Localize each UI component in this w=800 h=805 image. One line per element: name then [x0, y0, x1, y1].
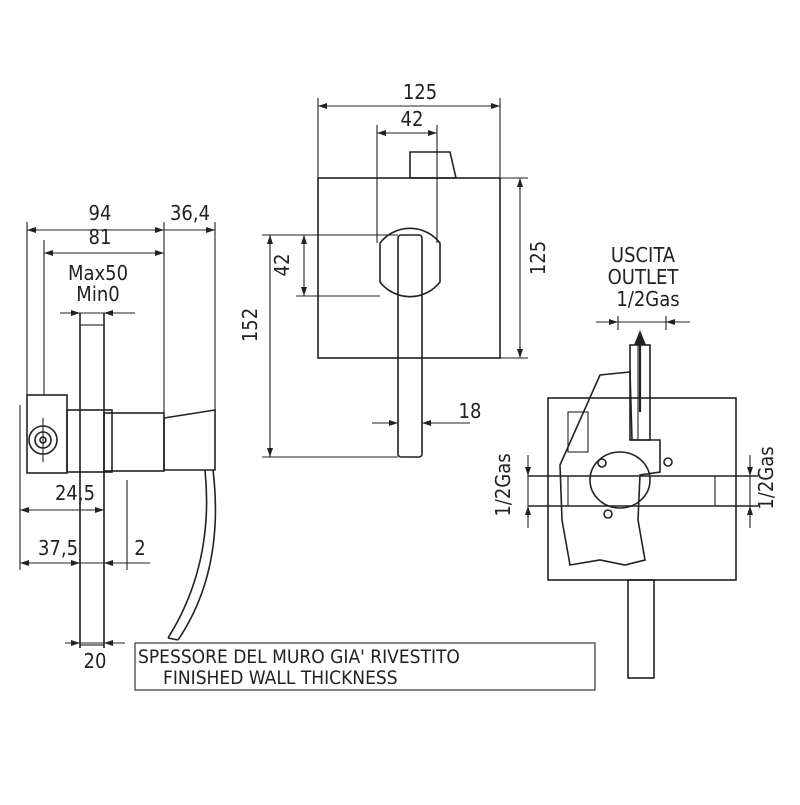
dim-18: 18 — [459, 399, 482, 423]
handle-front — [397, 234, 423, 458]
mixer-knob — [589, 451, 651, 509]
front-view: 125 42 125 42 152 18 — [238, 80, 550, 458]
valve-body — [66, 409, 113, 473]
lower-shaft — [627, 579, 655, 679]
handle-base — [163, 409, 216, 471]
cover-plate — [317, 177, 501, 359]
cartridge-cover — [103, 412, 165, 472]
dim-24-5: 24,5 — [55, 481, 95, 505]
caption-box: SPESSORE DEL MURO GIA' RIVESTITO FINISHE… — [134, 642, 596, 691]
valve-body-rear — [559, 371, 661, 566]
dim-36-4: 36,4 — [170, 201, 210, 225]
dim-152: 152 — [238, 308, 262, 342]
rear-plate — [547, 397, 737, 581]
inlet-left-size: 1/2Gas — [491, 453, 515, 516]
dim-42-height: 42 — [270, 254, 294, 277]
dim-max50: Max50 — [68, 261, 128, 285]
caption-line-en: FINISHED WALL THICKNESS — [163, 667, 398, 689]
dim-min0: Min0 — [76, 282, 119, 306]
caption-frame — [134, 642, 596, 691]
dim-94: 94 — [89, 201, 112, 225]
outlet-label-en: OUTLET — [608, 265, 680, 289]
dim-2: 2 — [134, 536, 145, 560]
side-view: 94 36,4 81 Max50 Min0 24,5 37,5 2 20 — [19, 201, 217, 673]
caption-line-it: SPESSORE DEL MURO GIA' RIVESTITO — [138, 646, 460, 668]
outlet-label-it: USCITA — [611, 243, 676, 267]
dim-125-width: 125 — [403, 80, 437, 104]
dim-81: 81 — [89, 225, 112, 249]
dim-20: 20 — [84, 649, 107, 673]
lever-tip — [409, 151, 458, 179]
handle-lever — [167, 469, 217, 641]
dim-42-width: 42 — [401, 107, 424, 131]
dim-125-height: 125 — [526, 241, 550, 275]
rear-view: USCITA OUTLET 1/2Gas 1/2Gas 1/2Gas — [491, 243, 778, 679]
knob — [379, 227, 441, 298]
inlet-right-size: 1/2Gas — [754, 446, 778, 509]
outlet-size: 1/2Gas — [616, 287, 679, 311]
dim-37-5: 37,5 — [38, 536, 78, 560]
